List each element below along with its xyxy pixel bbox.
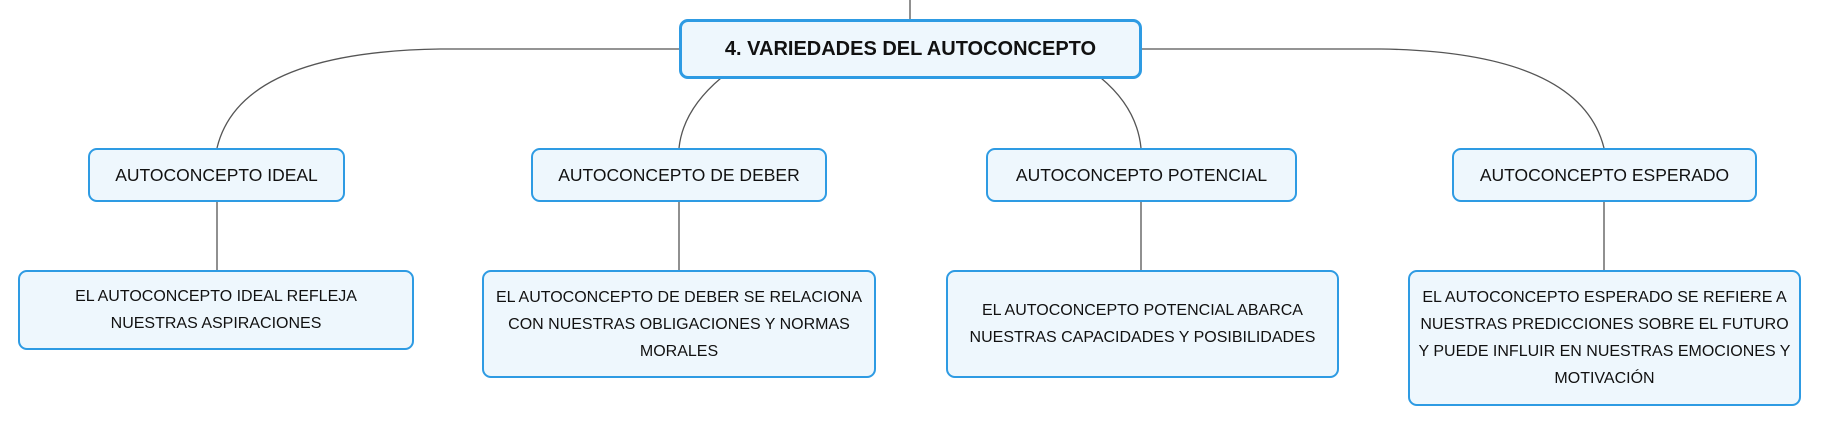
detail-text: EL AUTOCONCEPTO POTENCIAL ABARCA NUESTRA… [969,302,1316,346]
root-node[interactable]: 4. VARIEDADES DEL AUTOCONCEPTO [679,19,1142,79]
node-label: AUTOCONCEPTO ESPERADO [1479,164,1730,185]
detail-text: EL AUTOCONCEPTO ESPERADO SE REFIERE A NU… [1418,289,1791,387]
root-label: 4. VARIEDADES DEL AUTOCONCEPTO [724,37,1097,60]
detail-autoconcepto-deber[interactable]: EL AUTOCONCEPTO DE DEBER SE RELACIONA CO… [482,270,876,378]
detail-autoconcepto-esperado[interactable]: EL AUTOCONCEPTO ESPERADO SE REFIERE A NU… [1408,270,1801,406]
detail-text: EL AUTOCONCEPTO IDEAL REFLEJA NUESTRAS A… [75,288,357,332]
node-autoconcepto-ideal[interactable]: AUTOCONCEPTO IDEAL [88,148,345,202]
node-label: AUTOCONCEPTO IDEAL [115,164,318,185]
connector-root-deber [678,77,722,149]
detail-autoconcepto-potencial[interactable]: EL AUTOCONCEPTO POTENCIAL ABARCA NUESTRA… [946,270,1339,378]
connector-root-potencial [1100,77,1142,149]
node-autoconcepto-potencial[interactable]: AUTOCONCEPTO POTENCIAL [986,148,1297,202]
detail-text: EL AUTOCONCEPTO DE DEBER SE RELACIONA CO… [495,288,863,360]
node-autoconcepto-esperado[interactable]: AUTOCONCEPTO ESPERADO [1452,148,1757,202]
connector-root-ideal [216,48,680,149]
node-label: AUTOCONCEPTO POTENCIAL [1015,164,1268,185]
connector-root-esperado [1141,48,1605,149]
node-label: AUTOCONCEPTO DE DEBER [558,164,800,185]
node-autoconcepto-deber[interactable]: AUTOCONCEPTO DE DEBER [531,148,827,202]
detail-autoconcepto-ideal[interactable]: EL AUTOCONCEPTO IDEAL REFLEJA NUESTRAS A… [18,270,414,350]
